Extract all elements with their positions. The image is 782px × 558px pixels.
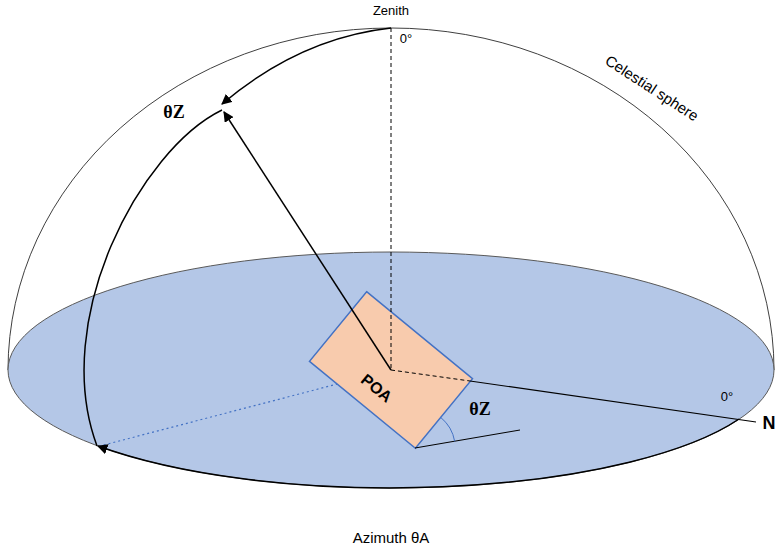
tilt-angle-symbol-holder: θZ <box>469 399 490 420</box>
sphere-label: Celestial sphere <box>602 51 702 124</box>
zenith-angle-arc <box>222 28 391 104</box>
azimuth-origin-label: 0° <box>721 390 733 405</box>
angle-arc <box>441 417 455 441</box>
azimuth-label-holder: Azimuth θA <box>353 529 430 546</box>
zenith-angle-symbol: θZ <box>163 102 184 123</box>
north-label-holder: N <box>763 413 776 434</box>
north-label: N <box>763 413 776 434</box>
angle-origin-label: 0° <box>400 32 412 47</box>
azimuth-origin-label-holder: 0° <box>721 390 733 405</box>
north-line-hidden <box>391 370 470 381</box>
zenith-label: Zenith <box>373 4 409 19</box>
zenith-axis <box>391 28 392 370</box>
sun-vector <box>224 112 391 370</box>
tilt-angle-symbol: θZ <box>469 399 490 420</box>
azimuth-label: Azimuth θA <box>353 529 430 546</box>
north-line <box>470 381 756 422</box>
node-label: POA <box>357 370 395 406</box>
angle-reference-line <box>415 430 520 448</box>
zenith-label-holder: Zenith <box>373 4 409 19</box>
zenith-angle-symbol-holder: θZ <box>163 102 184 123</box>
sphere-label-holder: Celestial sphere <box>602 51 702 124</box>
meridian-arc <box>84 110 222 446</box>
angle-origin-label-holder: 0° <box>400 32 412 47</box>
